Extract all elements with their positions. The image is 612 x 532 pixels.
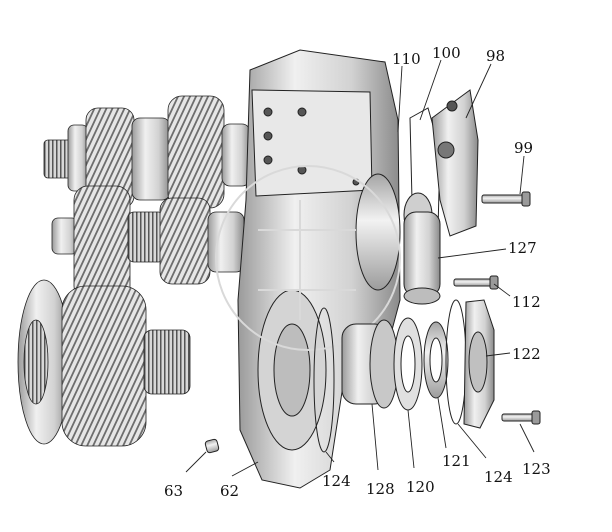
leader-63 [185,451,207,473]
leader-127 [437,248,507,259]
lower-output-gear-set [17,279,191,447]
leader-121 [437,397,447,449]
watermark-logo [215,165,401,351]
label-123: 123 [522,460,551,478]
leader-100 [419,59,442,121]
output-shaft-spline [143,329,191,395]
leader-123 [519,423,535,453]
upper-helical-gear-2 [167,95,225,209]
bearing-sleeve-127 [403,192,441,305]
bolt-hole [297,107,307,117]
bolt-hole [263,131,273,141]
gasket-124-right [445,299,467,425]
end-cover-122 [463,299,495,429]
bolt-112 [453,275,499,290]
bearing-121 [423,321,449,399]
leader-120 [407,409,415,469]
leader-124-right [457,423,487,459]
housing-bearing-bore [355,173,401,291]
bolt-123 [501,410,541,425]
leader-98 [465,63,492,119]
leader-110 [397,65,403,133]
sleeve-128 [341,319,399,409]
bolt-99 [481,191,531,207]
label-120: 120 [406,478,435,496]
label-110: 110 [392,50,421,68]
middle-helical-gear-2 [159,197,211,285]
upper-shaft-collar [67,124,89,192]
label-63: 63 [164,482,183,500]
differential-inner-spline [23,319,49,405]
gasket-124-left [313,307,335,453]
leader-122 [485,352,511,357]
leader-112 [493,283,511,297]
bolt-hole [263,107,273,117]
label-128: 128 [366,480,395,498]
bracket-98 [431,89,479,237]
label-124-right: 124 [484,468,513,486]
label-99: 99 [514,139,533,157]
leader-124-left [325,451,335,463]
upper-synchro-hub [131,117,171,201]
reference-numerals: 110 100 98 99 127 112 122 123 124 121 12… [164,44,551,500]
label-112: 112 [512,293,541,311]
middle-shaft-bearing [207,211,245,273]
leader-lines [185,59,535,477]
dowel-pin-63 [204,438,220,454]
housing-output-bore [273,323,311,417]
middle-shaft-spline [127,211,165,263]
middle-shaft-gear-set [51,185,245,301]
leader-62 [231,461,259,477]
label-127: 127 [508,239,537,257]
middle-helical-gear-1 [73,185,131,301]
label-124-left: 124 [322,472,351,490]
bolt-hole [263,155,273,165]
leader-128 [371,403,379,471]
label-121: 121 [442,452,471,470]
label-100: 100 [432,44,461,62]
final-drive-ring-gear [61,285,147,447]
upper-shaft-gear-set [43,95,251,209]
leader-99 [519,155,525,195]
seal-ring-120 [393,317,423,411]
transmission-housing-62 [237,49,401,489]
label-62: 62 [220,482,239,500]
label-98: 98 [486,47,505,65]
label-122: 122 [512,345,541,363]
upper-shaft-bearing [221,123,251,187]
